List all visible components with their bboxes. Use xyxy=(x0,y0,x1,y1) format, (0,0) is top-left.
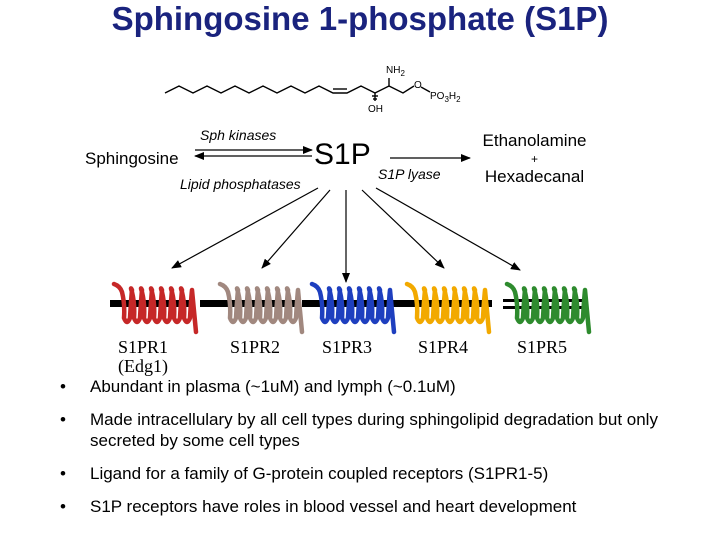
pathway-arrows xyxy=(171,146,521,283)
bullet-symbol: • xyxy=(60,377,66,396)
s1p-molecule-structure xyxy=(164,78,431,101)
receptor-s1pr1 xyxy=(111,281,199,335)
hydrocarbon-chain xyxy=(164,85,390,94)
bullet-item: •Abundant in plasma (~1uM) and lymph (~0… xyxy=(60,377,456,396)
bullet-symbol: • xyxy=(60,497,66,516)
pathway-diagram xyxy=(110,78,592,335)
receptor-helix xyxy=(111,281,199,335)
hydroxyl-group: OH xyxy=(368,104,383,115)
hexadecanal-label: Hexadecanal xyxy=(484,167,585,186)
bullet-item: •Made intracellulary by all cell types d… xyxy=(60,410,658,450)
receptor-label-s1pr1: S1PR1 xyxy=(118,337,169,357)
ethanolamine-label: Ethanolamine xyxy=(482,131,587,150)
bullet-item: •S1P receptors have roles in blood vesse… xyxy=(60,497,577,516)
bullet-symbol: • xyxy=(60,410,66,429)
bullet-symbol: • xyxy=(60,464,66,483)
arrow-to-s1pr2 xyxy=(261,189,331,269)
receptor-label-s1pr4: S1PR4 xyxy=(418,337,469,357)
sphingosine-label: Sphingosine xyxy=(85,149,179,168)
receptor-s1pr5 xyxy=(504,281,592,335)
bullet-item: •Ligand for a family of G-protein couple… xyxy=(60,464,549,483)
receptor-s1pr3 xyxy=(309,281,397,335)
receptor-helix xyxy=(404,281,492,335)
receptor-helix xyxy=(309,281,397,335)
nh2-group: NH2 xyxy=(386,65,405,78)
lipid-phosphatases-label: Lipid phosphatases xyxy=(180,176,301,192)
s1p-lyase-label: S1P lyase xyxy=(378,166,441,182)
receptor-s1pr2 xyxy=(217,281,305,335)
receptor-label-s1pr2: S1PR2 xyxy=(230,337,281,357)
receptor-layer xyxy=(111,281,592,335)
arrow-to-s1pr1 xyxy=(171,187,319,269)
head-group-bonds xyxy=(388,85,415,94)
receptor-label-s1pr5: S1PR5 xyxy=(517,337,568,357)
receptor-s1pr4 xyxy=(404,281,492,335)
receptor-label-s1pr3: S1PR3 xyxy=(322,337,373,357)
plus-sign: + xyxy=(530,152,538,166)
oxygen-atom: O xyxy=(414,80,422,91)
sph-kinases-label: Sph kinases xyxy=(200,127,277,143)
receptor-sublabel-s1pr1: (Edg1) xyxy=(118,356,168,376)
receptor-helix xyxy=(504,281,592,335)
slide-title: Sphingosine 1-phosphate (S1P) xyxy=(111,0,609,37)
bullet-list: •Abundant in plasma (~1uM) and lymph (~0… xyxy=(60,376,710,529)
receptor-helix xyxy=(217,281,305,335)
phosphate-group: PO3H2 xyxy=(430,91,461,104)
arrow-to-s1pr4 xyxy=(361,189,445,269)
arrow-to-s1pr5 xyxy=(375,187,521,271)
s1p-label: S1P xyxy=(314,138,371,171)
